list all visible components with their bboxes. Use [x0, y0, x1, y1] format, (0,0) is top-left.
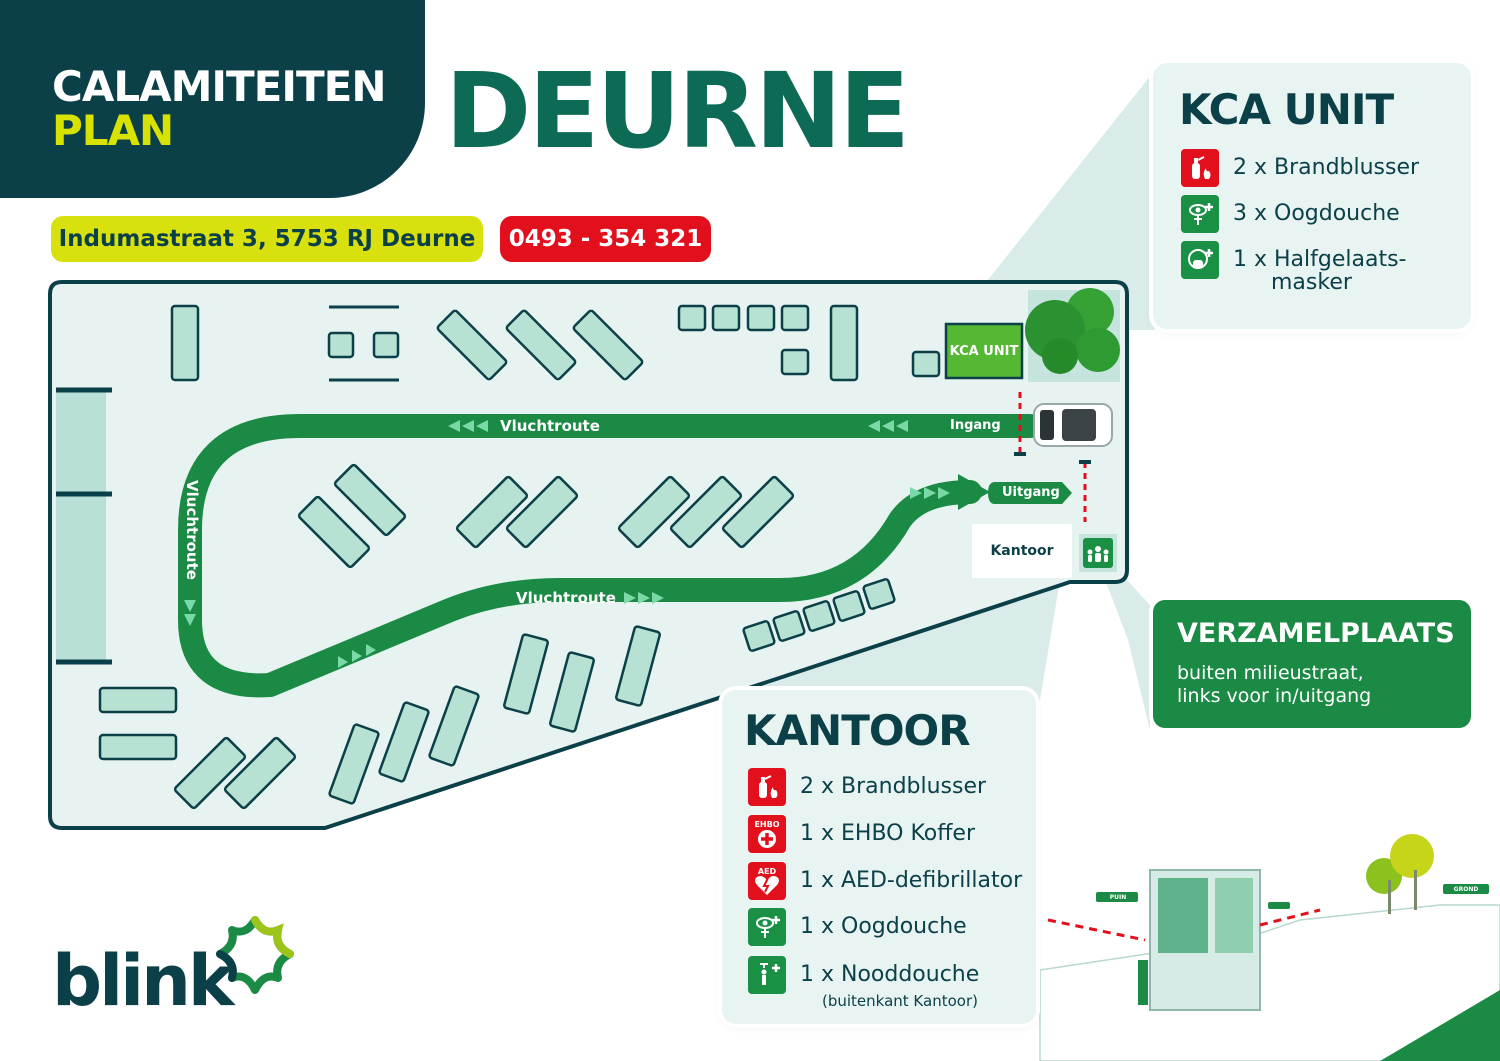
exit-label: Uitgang [1002, 485, 1060, 500]
kca-item-mask-text: 1 x Halfgelaats- [1233, 247, 1407, 272]
header-banner: CALAMITEITEN PLAN [0, 0, 425, 198]
emergency-shower-icon [748, 956, 786, 994]
escape-route-path [178, 414, 1042, 698]
fire-extinguisher-icon [1181, 149, 1219, 187]
office-panel-title: KANTOOR [744, 706, 971, 755]
office-block [972, 524, 1072, 578]
aed-badge: AED [758, 867, 777, 876]
kca-item-mask-text-2: masker [1271, 270, 1352, 295]
office-item-shower: 1 x Nooddouche (buitenkant Kantoor) [748, 956, 979, 1013]
office-item-aed-text: 1 x AED-defibrillator [800, 868, 1023, 893]
gate-illustration [1039, 834, 1500, 1061]
first-aid-badge: EHBO [754, 820, 779, 829]
assembly-panel-line2: links voor in/uitgang [1177, 685, 1372, 707]
route-chevrons [184, 420, 950, 668]
office-item-eyewash-text: 1 x Oogdouche [800, 914, 967, 939]
address-badge: Indumastraat 3, 5753 RJ Deurne [51, 216, 483, 262]
eye-shower-icon [1181, 195, 1219, 233]
kca-unit-panel: KCA UNIT 2 x Brandblusser 3 x Oogdouche … [1153, 63, 1471, 329]
kca-callout-cone [948, 70, 1155, 330]
gate-sign-2: GROND [1453, 886, 1479, 893]
containers-bottom [98, 578, 896, 810]
kca-panel-title: KCA UNIT [1179, 85, 1394, 134]
half-mask-icon [1181, 241, 1219, 279]
brand-logo-text: blink [52, 940, 234, 1022]
exit-tag [988, 482, 1072, 504]
brand-star-icon [216, 916, 294, 994]
fire-extinguisher-icon [748, 768, 786, 806]
office-item-aed: AED 1 x AED-defibrillator [748, 862, 1022, 900]
entrance-label: Ingang [950, 418, 1001, 433]
office-item-extinguisher-text: 2 x Brandblusser [800, 774, 987, 799]
gate-sign-1: PUIN [1109, 894, 1127, 901]
office-item-eyewash: 1 x Oogdouche [748, 908, 967, 946]
trees-icon [1025, 288, 1120, 374]
phone-badge: 0493 - 354 321 [500, 216, 711, 262]
route-label-bottom: Vluchtroute [516, 589, 616, 607]
office-item-extinguisher: 2 x Brandblusser [748, 768, 986, 806]
office-map-label: Kantoor [990, 543, 1054, 559]
containers-top [170, 304, 941, 382]
assembly-panel-line1: buiten milieustraat, [1177, 662, 1364, 684]
kca-unit-map-label: KCA UNIT [949, 344, 1019, 359]
office-item-firstaid-text: 1 x EHBO Koffer [800, 821, 975, 846]
left-storage-area [56, 390, 106, 662]
location-title: DEURNE [445, 50, 910, 172]
first-aid-kit-icon: EHBO [748, 815, 786, 853]
office-item-firstaid: EHBO 1 x EHBO Koffer [748, 815, 975, 853]
containers-middle [297, 463, 795, 569]
header-title-line2: PLAN [52, 106, 174, 155]
kca-item-extinguisher-text: 2 x Brandblusser [1233, 155, 1420, 180]
eye-shower-icon [748, 908, 786, 946]
route-label-left: Vluchtroute [183, 480, 201, 580]
assembly-point-panel: VERZAMELPLAATS buiten milieustraat, link… [1153, 600, 1471, 728]
aed-icon: AED [748, 862, 786, 900]
entrance-tag [932, 416, 1038, 436]
kca-item-eyewash: 3 x Oogdouche [1181, 195, 1400, 233]
kca-item-eyewash-text: 3 x Oogdouche [1233, 201, 1400, 226]
header-title-line1: CALAMITEITEN [52, 62, 386, 111]
office-item-shower-sub: (buitenkant Kantoor) [822, 992, 978, 1010]
kca-item-extinguisher: 2 x Brandblusser [1181, 149, 1419, 187]
car-icon [1033, 403, 1113, 447]
office-item-shower-text: 1 x Nooddouche [800, 962, 980, 987]
kca-item-mask: 1 x Halfgelaats- masker [1181, 241, 1407, 294]
office-panel: KANTOOR 2 x Brandblusser EHBO 1 x EHBO K… [722, 690, 1036, 1024]
escape-route-arrowhead [958, 474, 990, 510]
route-label-top: Vluchtroute [500, 417, 600, 435]
kca-unit-block [944, 322, 1024, 380]
assembly-panel-title: VERZAMELPLAATS [1177, 618, 1455, 649]
